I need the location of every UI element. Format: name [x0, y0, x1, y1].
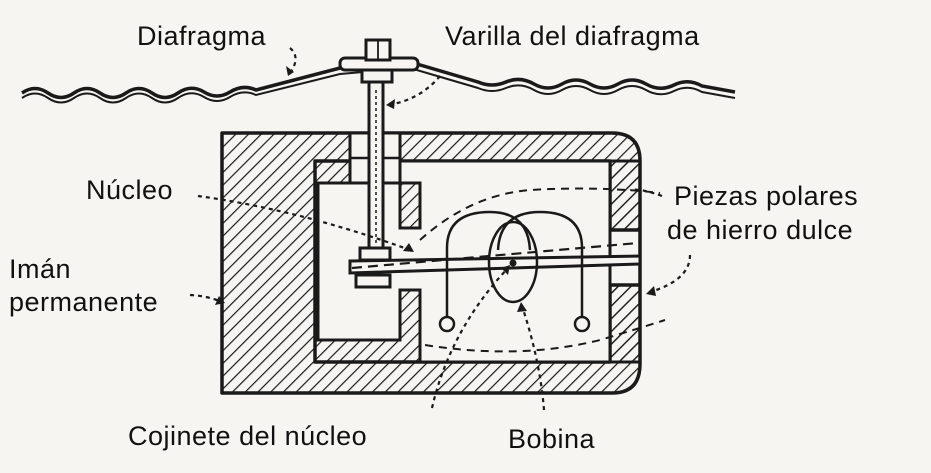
leader-nucleo — [197, 194, 411, 252]
coil-winding-left — [445, 210, 532, 318]
leader-varilla — [387, 75, 441, 107]
magnetic-flux-path — [419, 187, 661, 241]
label-bobina: Bobina — [508, 424, 596, 454]
leader-piezas-top — [629, 188, 663, 198]
coil-bobbin — [487, 220, 539, 304]
label-varilla: Varilla del diafragma — [445, 21, 700, 51]
label-iman-line2: permanente — [9, 287, 159, 317]
label-iman-line1: Imán — [9, 254, 72, 284]
diaphragm-rod — [367, 80, 385, 254]
right-pole-lower — [608, 283, 642, 364]
label-cojinete: Cojinete del núcleo — [128, 421, 368, 451]
coil-winding-right — [496, 210, 584, 318]
leader-cojinete — [430, 267, 509, 409]
right-pole-upper — [608, 159, 642, 232]
leader-bobina — [520, 305, 546, 411]
leader-diafragma — [287, 47, 297, 77]
coil-terminal-left — [438, 315, 456, 333]
leader-piezas-bottom — [649, 254, 692, 294]
label-piezas-line2: de hierro dulce — [667, 215, 854, 245]
leader-iman — [189, 293, 223, 304]
label-nucleo: Núcleo — [86, 175, 174, 205]
label-diafragma: Diafragma — [137, 21, 267, 51]
armature-core — [348, 254, 642, 275]
diaphragm — [21, 60, 736, 100]
label-piezas-line1: Piezas polares — [674, 181, 859, 211]
core-bearing-pivot — [509, 259, 517, 267]
lower-nut — [358, 246, 392, 262]
coil-terminal-right — [573, 315, 591, 333]
